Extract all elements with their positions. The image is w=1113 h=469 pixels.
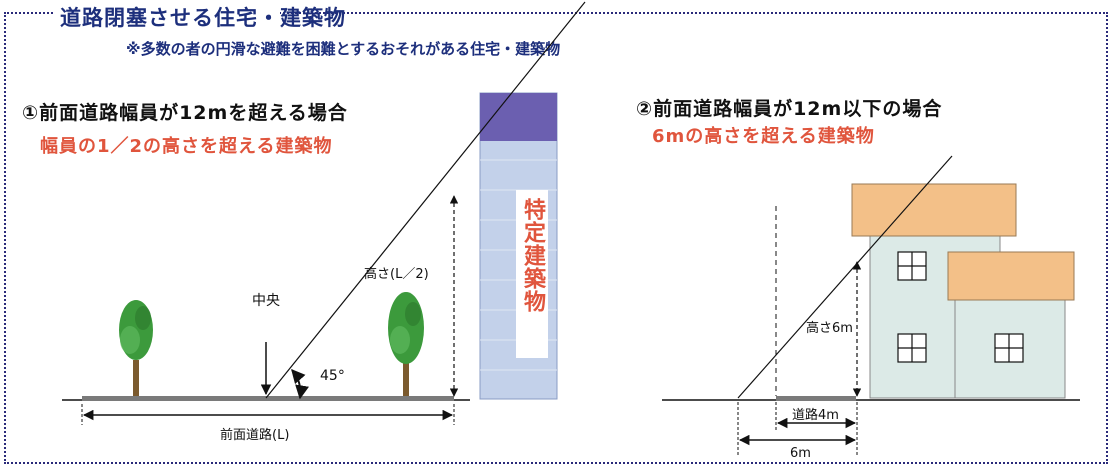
slope-line-1	[265, 1, 586, 399]
center-label: 中央	[252, 293, 280, 309]
tree-left	[119, 300, 153, 396]
distance-label-2: 6m	[790, 446, 811, 461]
front-road-1	[82, 396, 454, 401]
title-mask	[54, 2, 280, 26]
front-road-2	[776, 396, 856, 401]
height-label-2: 高さ6m	[806, 321, 853, 336]
diagram-subtitle: ※多数の者の円滑な避難を困難とするおそれがある住宅・建築物	[126, 40, 561, 58]
height-label-1: 高さ(L／2)	[364, 267, 429, 282]
specific-building-label: 特定建築物	[520, 198, 545, 313]
slope-line-2	[737, 155, 953, 399]
case1-heading: ①前面道路幅員が12mを超える場合	[22, 102, 348, 124]
diagram-frame	[4, 12, 1108, 464]
diagram-title: 道路閉塞させる住宅・建築物	[60, 6, 346, 30]
angle-arc	[291, 368, 309, 400]
case1-subheading: 幅員の1／2の高さを超える建築物	[40, 136, 333, 157]
tree-right	[388, 292, 424, 396]
road-label-2: 道路4m	[792, 408, 839, 423]
case2-heading: ②前面道路幅員が12m以下の場合	[636, 98, 943, 120]
road-label-1: 前面道路(L)	[220, 428, 290, 443]
angle-label: 45°	[320, 368, 345, 384]
house-front	[947, 251, 1075, 399]
case2-subheading: 6mの高さを超える建築物	[652, 126, 875, 147]
